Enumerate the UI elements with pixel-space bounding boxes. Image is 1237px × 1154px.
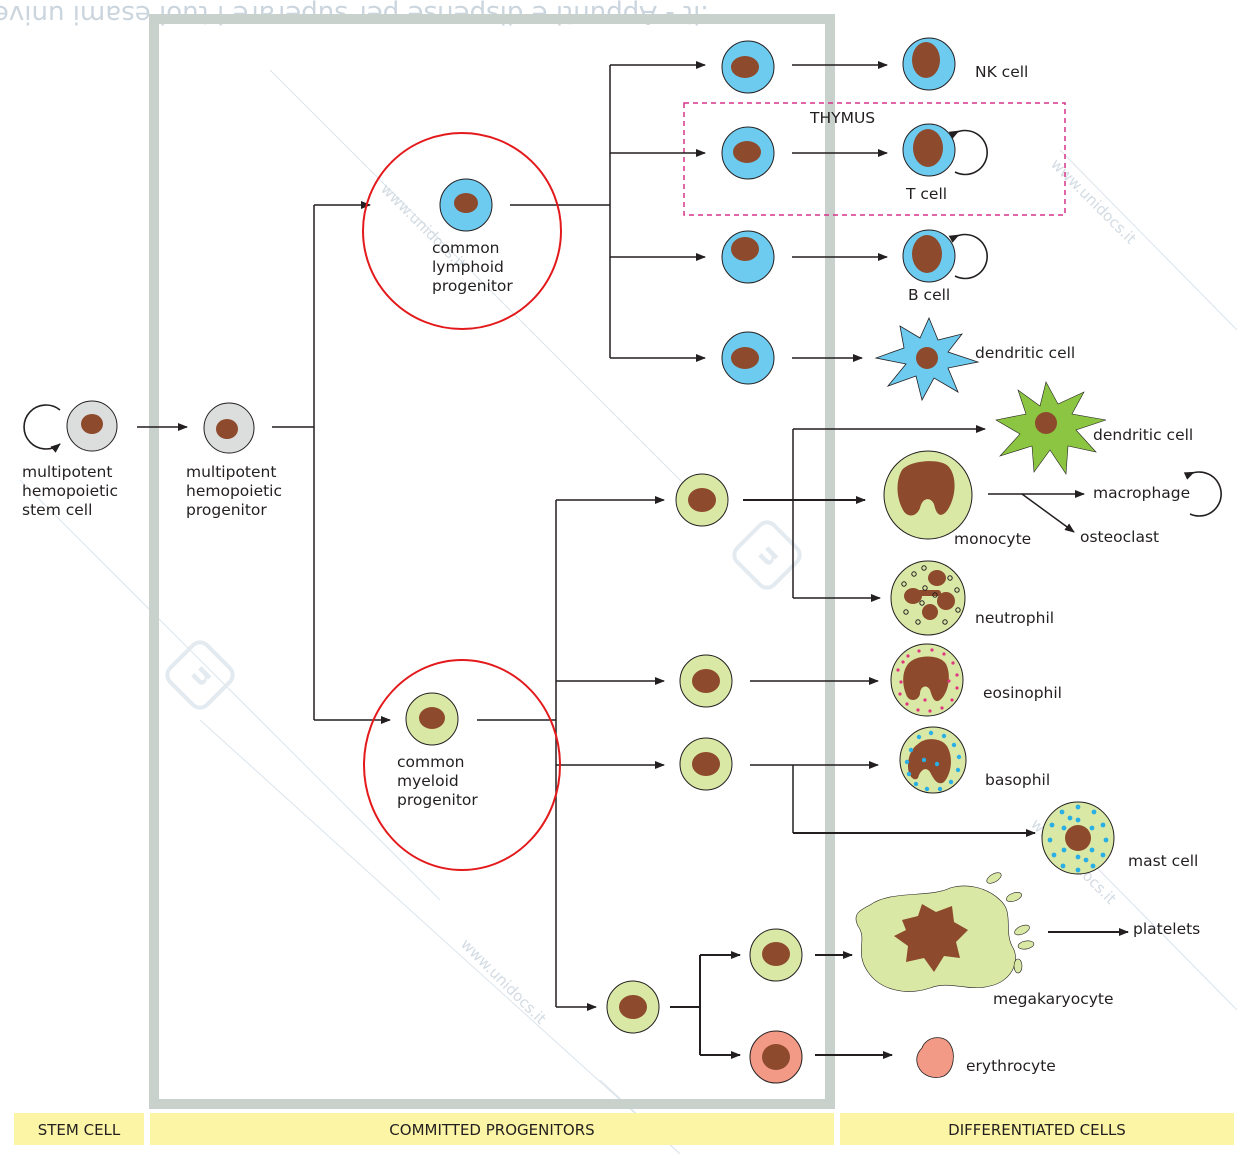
basophil-precursor-cell (679, 737, 733, 791)
granulocyte-monocyte-precursor-cell (675, 473, 729, 527)
megakaryocyte-label: megakaryocyte (993, 990, 1114, 1008)
nk-cell-label: NK cell (975, 63, 1028, 81)
cmp-label-line-2: myeloid (397, 772, 459, 790)
eosinophil-precursor-cell (679, 654, 733, 708)
committed-progenitors-bar-label: COMMITTED PROGENITORS (389, 1121, 594, 1139)
clp-highlight-circle (362, 132, 562, 330)
dendritic-cell-myeloid-label: dendritic cell (1093, 426, 1193, 444)
cmp-highlight-circle (363, 659, 561, 871)
multipotent-progenitor-cell (203, 402, 255, 454)
megakaryocyte-erythroid-precursor-cell (606, 980, 660, 1034)
differentiated-cells-bar-label: DIFFERENTIATED CELLS (948, 1121, 1126, 1139)
watermark-lines (19, 69, 1237, 1154)
b-precursor-cell (721, 230, 775, 284)
basophil (899, 726, 967, 794)
cmp-label-line-1: common (397, 753, 465, 771)
committed-progenitors-compartment (149, 14, 835, 1109)
thymus-label: THYMUS (809, 109, 875, 127)
differentiated-cells-bar (840, 1113, 1234, 1145)
myeloid-precursor-cells (606, 473, 803, 1084)
stem-cell-bar (14, 1113, 144, 1145)
mast-cell-label: mast cell (1128, 852, 1198, 870)
cell-labels: multipotent hemopoietic stem cell multip… (22, 63, 1200, 1075)
megakaryocyte-precursor-cell (749, 928, 803, 982)
macrophage-self-renewal-arrow (1183, 471, 1222, 517)
clp-label-line-3: progenitor (432, 277, 513, 295)
stem-cell-bar-label: STEM CELL (38, 1121, 121, 1139)
thymus-box (683, 102, 1066, 216)
connectors (137, 61, 1129, 1059)
platelet-fragments (986, 872, 1035, 974)
t-cell-self-renewal-arrow (948, 129, 988, 176)
mpp-label-line-2: hemopoietic (186, 482, 282, 500)
nk-cell (902, 37, 956, 91)
basophil-label: basophil (985, 771, 1050, 789)
cmp-label-line-3: progenitor (397, 791, 478, 809)
mast-cell (1041, 801, 1115, 875)
megakaryocyte (855, 885, 1016, 992)
t-precursor-cell (721, 126, 775, 180)
eosinophil (890, 643, 964, 717)
erythrocyte (916, 1037, 954, 1078)
watermark-logo-1: u (165, 640, 235, 710)
eosinophil-label: eosinophil (983, 684, 1062, 702)
dendritic-cell-myeloid (995, 381, 1107, 475)
monocyte-label: monocyte (954, 530, 1031, 548)
macrophage-label: macrophage (1093, 484, 1190, 502)
monocyte (883, 450, 973, 540)
b-cell-label: B cell (908, 286, 950, 304)
platelets-label: platelets (1133, 920, 1200, 938)
stem-cell (66, 400, 118, 452)
erythroid-precursor-cell (749, 1030, 803, 1084)
b-cell-self-renewal-arrow (948, 233, 988, 280)
hsc-self-renewal-arrow (23, 404, 61, 453)
dendritic-cell-lymphoid-label: dendritic cell (975, 344, 1075, 362)
b-cell (902, 229, 956, 283)
watermark-site-3: www.unidocs.it (457, 935, 550, 1028)
neutrophil-label: neutrophil (975, 609, 1054, 627)
t-cell-label: T cell (905, 185, 947, 203)
nk-precursor-cell (721, 40, 775, 94)
watermark-site-2: www.unidocs.it (1047, 155, 1140, 248)
osteoclast-label: osteoclast (1080, 528, 1159, 546)
lymphoid-precursor-cells (721, 40, 775, 385)
neutrophil (890, 560, 966, 636)
erythrocyte-label: erythrocyte (966, 1057, 1056, 1075)
stem-cell-label-line-3: stem cell (22, 501, 92, 519)
committed-progenitors-bar (150, 1113, 834, 1145)
stem-cell-label-line-1: multipotent (22, 463, 112, 481)
clp-label-line-1: common (432, 239, 500, 257)
dendritic-precursor-cell (721, 331, 775, 385)
stage-bar: STEM CELL COMMITTED PROGENITORS DIFFEREN… (14, 1113, 1234, 1145)
mpp-label-line-3: progenitor (186, 501, 267, 519)
dendritic-cell-lymphoid (874, 316, 980, 402)
svg-text:u: u (184, 659, 218, 693)
self-renewal-loops (23, 129, 1222, 517)
t-cell (902, 123, 956, 177)
svg-text:u: u (751, 539, 785, 573)
common-myeloid-progenitor-cell (405, 692, 459, 746)
stem-cell-label-line-2: hemopoietic (22, 482, 118, 500)
common-lymphoid-progenitor-cell (439, 178, 493, 232)
mpp-label-line-1: multipotent (186, 463, 276, 481)
clp-label-line-2: lymphoid (432, 258, 504, 276)
